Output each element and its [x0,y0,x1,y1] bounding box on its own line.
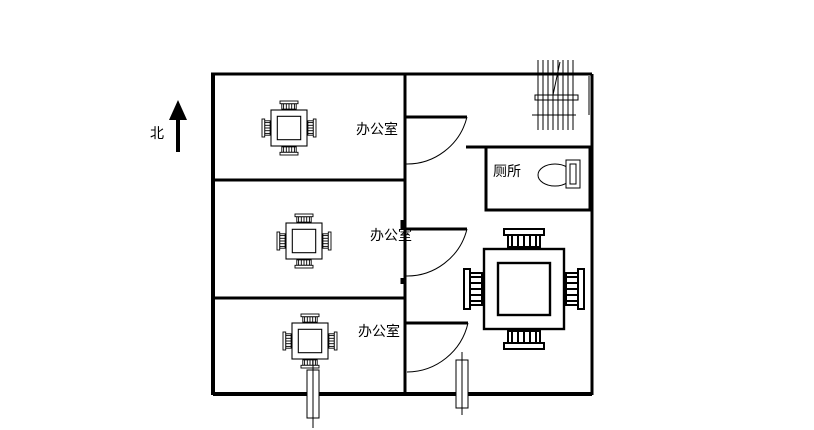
office-table-1 [262,101,316,155]
toilet-icon [537,159,581,189]
room-label-toilet: 厕所 [493,164,521,180]
room-label-office-3: 办公室 [358,323,400,340]
north-label: 北 [150,126,164,142]
walls [211,72,594,396]
meeting-table [464,229,584,349]
room-label-office-1: 办公室 [356,121,398,138]
doors [404,115,469,373]
room-label-office-2: 办公室 [370,227,412,244]
north-arrow-icon [169,100,187,152]
office-table-2 [277,214,331,268]
office-table-3 [283,314,337,368]
stairs-icon [532,60,590,130]
